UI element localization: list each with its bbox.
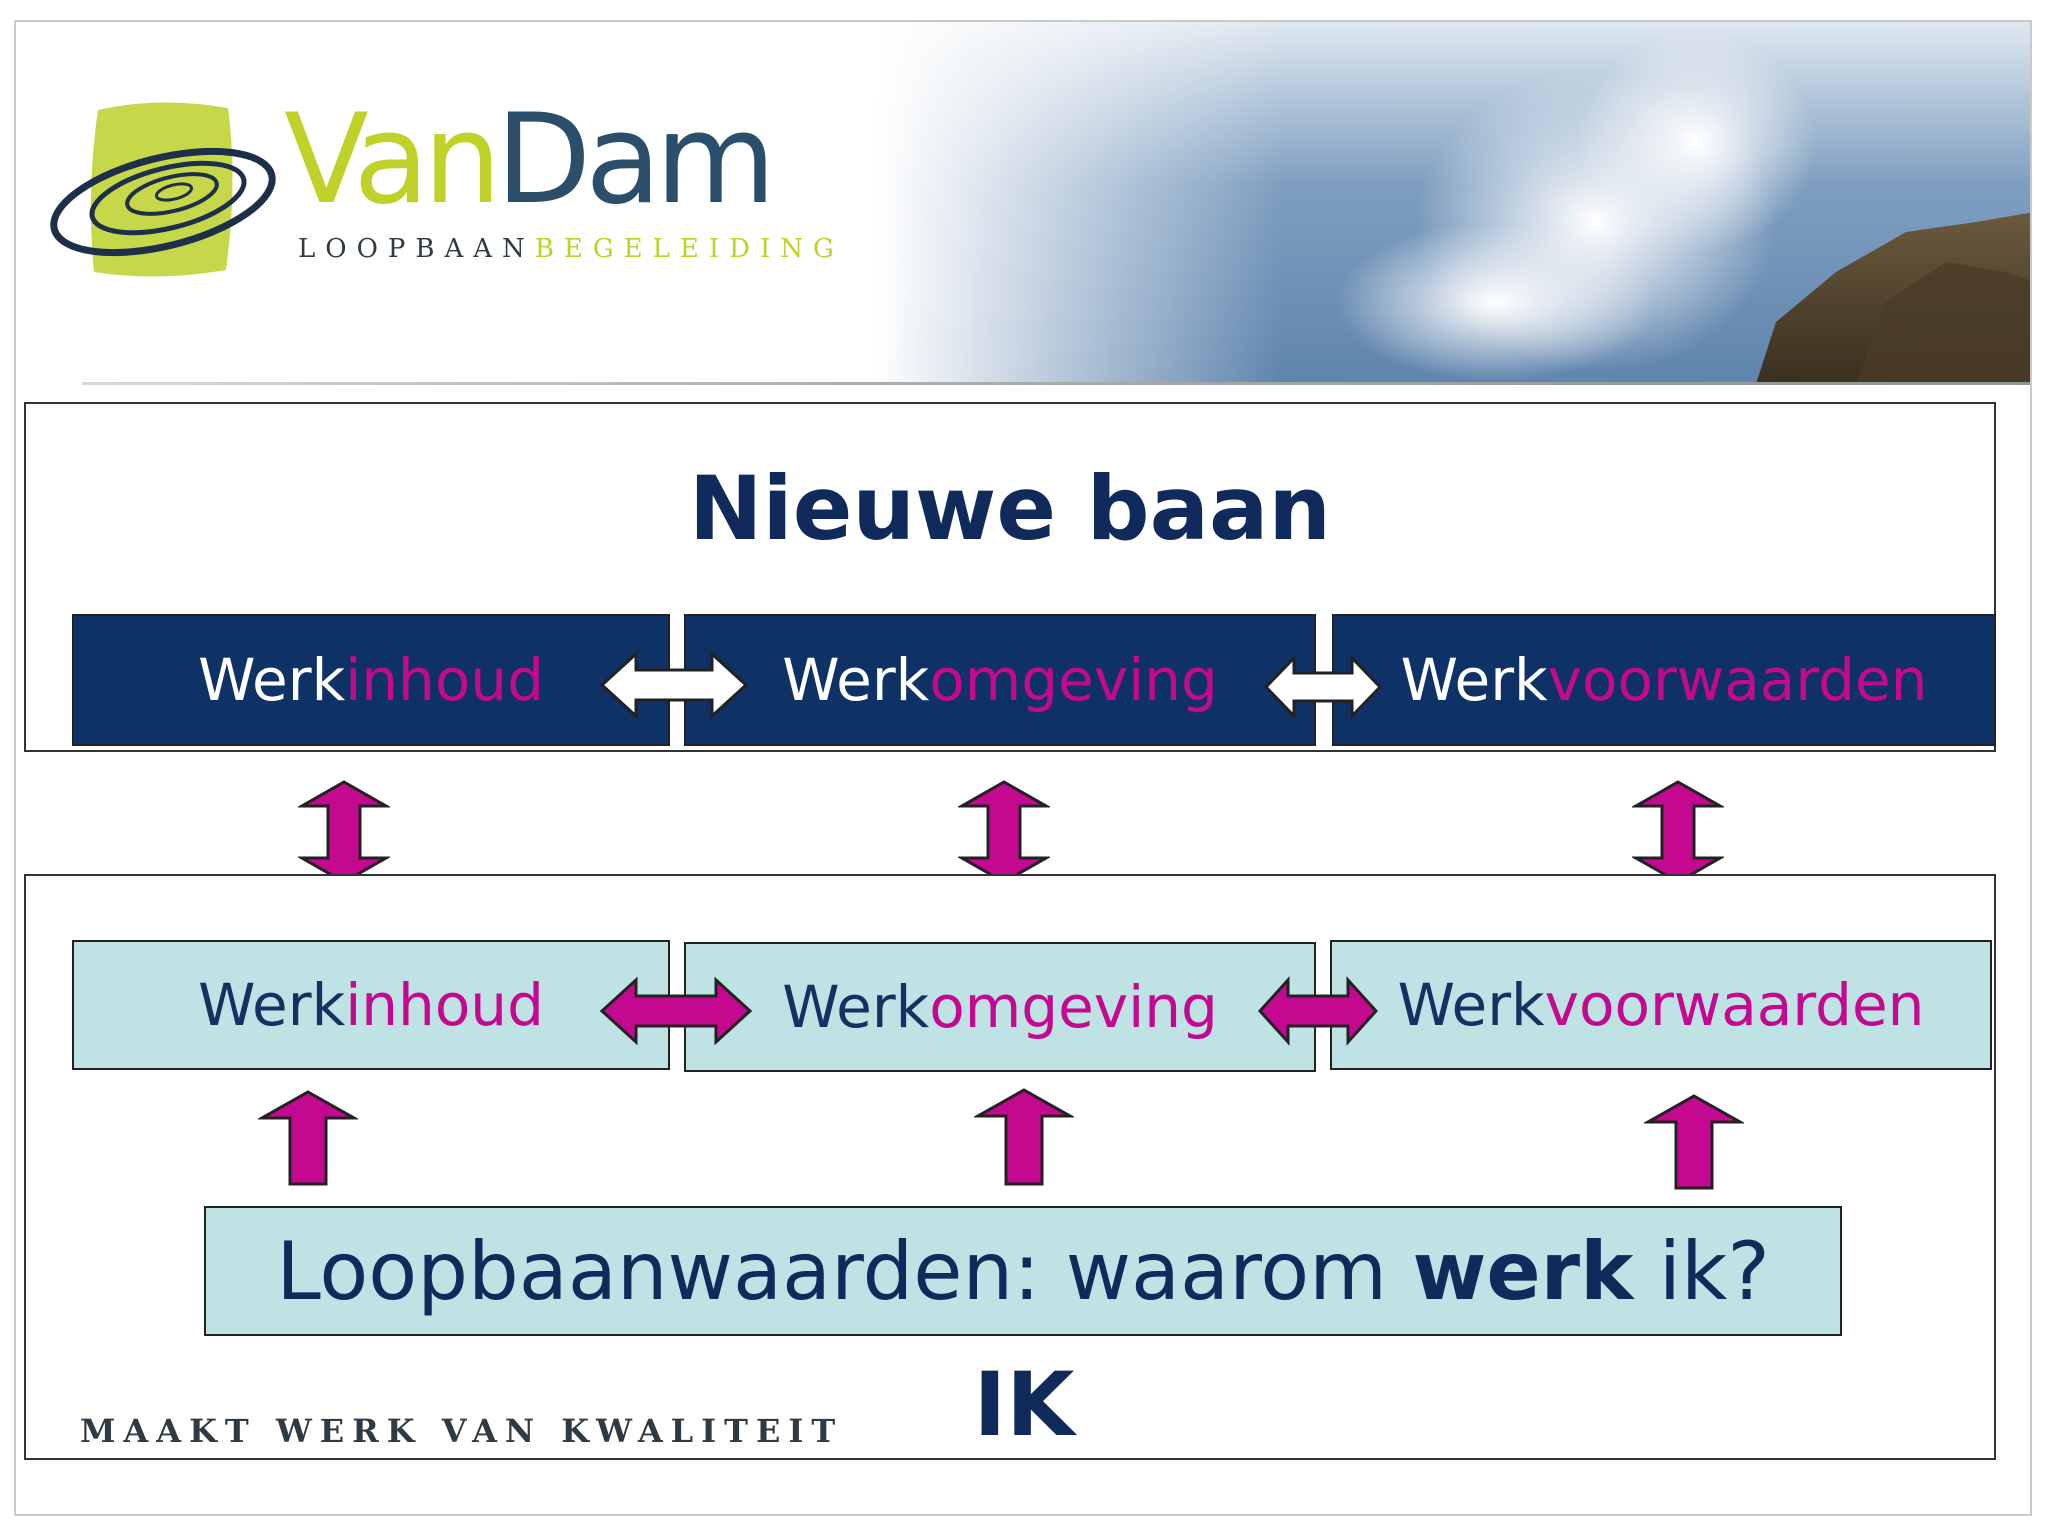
logo-van-text: Van bbox=[284, 88, 502, 232]
logo-wordmark: VanDam bbox=[284, 88, 776, 232]
box-suffix: voorwaarden bbox=[1544, 971, 1925, 1039]
slogan: MAAKT WERK VAN KWALITEIT bbox=[80, 1412, 844, 1450]
box-prefix: Werk bbox=[1400, 646, 1548, 714]
box-suffix: voorwaarden bbox=[1547, 646, 1928, 714]
double-arrow-vertical-icon bbox=[298, 780, 390, 884]
box-suffix: inhoud bbox=[345, 971, 544, 1039]
up-arrow-icon bbox=[258, 1090, 358, 1186]
career-values-box: Loopbaanwaarden: waarom werk ik? bbox=[204, 1206, 1842, 1336]
self-label: IK bbox=[973, 1353, 1075, 1456]
double-arrow-horizontal-icon bbox=[1264, 654, 1382, 720]
vandam-logo-icon bbox=[50, 102, 276, 277]
up-arrow-icon bbox=[1644, 1094, 1744, 1190]
box-prefix: Werk bbox=[198, 971, 346, 1039]
header: VanDam LOOPBAANBEGELEIDING bbox=[16, 22, 2030, 384]
box-prefix: Werk bbox=[1397, 971, 1545, 1039]
logo-sub-part-b: BEGELEIDING bbox=[534, 234, 844, 264]
career-values-part3: ik? bbox=[1633, 1224, 1770, 1318]
new-job-title: Nieuwe baan bbox=[688, 457, 1332, 560]
logo-sub-part-a: LOOPBAAN bbox=[298, 234, 535, 264]
double-arrow-horizontal-icon bbox=[600, 650, 748, 720]
double-arrow-horizontal-icon bbox=[1258, 976, 1378, 1046]
logo-dam-text: Dam bbox=[495, 88, 776, 232]
career-values-bold: werk bbox=[1412, 1224, 1634, 1318]
box-suffix: inhoud bbox=[345, 646, 544, 714]
double-arrow-horizontal-icon bbox=[600, 976, 752, 1046]
box-prefix: Werk bbox=[782, 646, 930, 714]
career-values-part1: Loopbaanwaarden: waarom bbox=[276, 1224, 1413, 1318]
sea-wave-photo bbox=[876, 22, 2030, 384]
double-arrow-vertical-icon bbox=[1632, 780, 1724, 884]
logo-subtitle: LOOPBAANBEGELEIDING bbox=[298, 234, 844, 264]
up-arrow-icon bbox=[974, 1088, 1074, 1186]
box-suffix: omgeving bbox=[929, 646, 1218, 714]
box-prefix: Werk bbox=[198, 646, 346, 714]
box-prefix: Werk bbox=[782, 973, 930, 1041]
header-divider bbox=[82, 382, 2030, 385]
box-suffix: omgeving bbox=[929, 973, 1218, 1041]
double-arrow-vertical-icon bbox=[958, 780, 1050, 884]
